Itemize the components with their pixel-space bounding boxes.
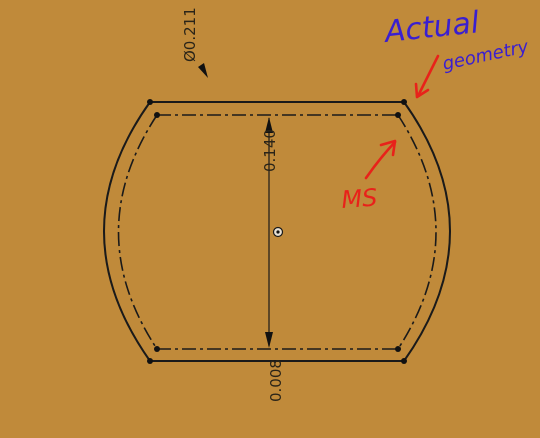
- corner-point[interactable]: [401, 358, 407, 364]
- height-dimension-label[interactable]: 0.140: [261, 129, 279, 172]
- outer-left-arc: [103, 101, 151, 362]
- height-dimension[interactable]: 0.140 0.008: [261, 117, 285, 402]
- inner-left-arc: [117, 114, 158, 350]
- offset-dimension-label[interactable]: 0.008: [267, 359, 285, 402]
- inner-right-arc: [397, 114, 437, 350]
- diameter-dimension[interactable]: Ø0.211: [181, 7, 208, 78]
- ms-geometry-outline: [117, 114, 437, 350]
- actual-geometry-outline: [103, 101, 451, 362]
- diameter-leader-arrow-icon: [198, 63, 208, 78]
- corner-point[interactable]: [395, 346, 401, 352]
- corner-point[interactable]: [395, 112, 401, 118]
- arrow-down-icon: [265, 332, 273, 348]
- red-pointer-arrow-icon: [414, 54, 440, 99]
- corner-point[interactable]: [154, 346, 160, 352]
- center-point-icon[interactable]: [272, 226, 284, 238]
- corner-point[interactable]: [401, 99, 407, 105]
- corner-point[interactable]: [147, 358, 153, 364]
- annotation-ms-label: MS: [340, 184, 378, 214]
- actual-geometry-annotation: Actual geometry: [381, 5, 531, 99]
- red-ms-arrow-icon: [364, 139, 397, 180]
- outer-right-arc: [403, 101, 451, 362]
- diameter-dimension-label[interactable]: Ø0.211: [181, 7, 199, 62]
- corner-points: [147, 99, 407, 364]
- arrow-up-icon: [265, 117, 273, 133]
- annotation-actual-title: Actual: [381, 5, 481, 50]
- corner-point[interactable]: [154, 112, 160, 118]
- corner-point[interactable]: [147, 99, 153, 105]
- ms-annotation: MS: [340, 139, 397, 214]
